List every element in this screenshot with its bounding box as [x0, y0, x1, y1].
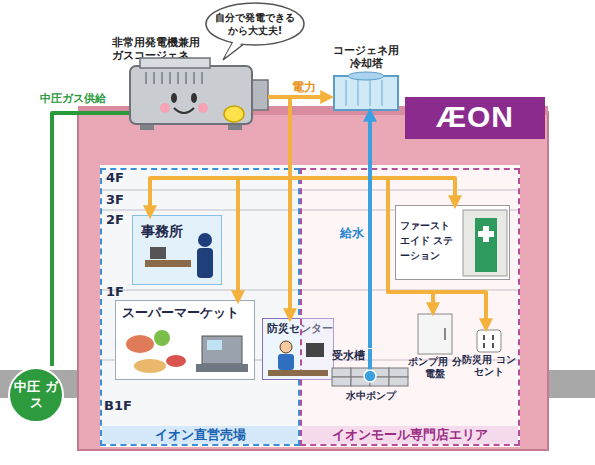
machine-smile	[174, 108, 194, 113]
logo-text: ÆON	[405, 99, 545, 135]
outlet-slot	[483, 335, 485, 340]
tank-cell	[370, 368, 389, 377]
machine-cheek	[198, 103, 208, 113]
food-vegetable	[154, 330, 170, 346]
machine-vents	[146, 72, 202, 84]
tower-louvers	[346, 80, 382, 106]
cooling-tower: コージェネ用 冷却塔	[330, 44, 402, 112]
machine-body	[130, 66, 252, 124]
outlet-slot	[492, 343, 494, 348]
connector	[268, 97, 433, 312]
cash-register	[202, 336, 242, 364]
distribution-board	[418, 314, 452, 354]
area-label: イオン直営売場	[102, 426, 298, 444]
tower-fan	[348, 72, 384, 80]
bubble-body	[206, 3, 304, 45]
outlet-unit: 防災用 コンセント	[464, 328, 514, 380]
machine-foot	[140, 124, 154, 130]
bubble-outline	[205, 2, 305, 46]
aid-cross	[483, 226, 489, 242]
machine-exhaust	[250, 80, 268, 110]
aid-cross	[478, 231, 494, 237]
connector	[268, 97, 486, 328]
bubble-text: 自分で発電できる から大丈夫!	[213, 11, 297, 37]
food-bread	[134, 359, 166, 373]
machine-top	[140, 58, 210, 68]
center-desk	[268, 370, 328, 376]
tower-label: コージェネ用 冷却塔	[330, 44, 402, 70]
speech-bubble: 自分で発電できる から大丈夫!	[205, 2, 305, 46]
water-tank-unit: 受水槽	[330, 348, 410, 388]
office-box: 事務所	[132, 215, 222, 285]
cogeneration-unit: 非常用発電機兼用 ガスコージェネ	[112, 36, 268, 132]
machine-eye	[191, 93, 197, 103]
equipment-label: 防災用 コンセント	[461, 354, 517, 378]
food-meat	[126, 335, 154, 353]
tank-cell	[332, 377, 351, 386]
connector	[52, 113, 112, 366]
distribution-board-unit: ポンプ用 分電盤	[412, 312, 458, 380]
connector-label: 電力	[292, 80, 316, 94]
room-label: スーパーマーケット	[122, 305, 239, 321]
bubble-tail-fill	[225, 37, 248, 57]
tower-body	[334, 76, 398, 110]
connector	[238, 97, 290, 300]
gas-circle	[9, 368, 63, 422]
equipment-label: ポンプ用 分電盤	[408, 356, 462, 380]
logo-box: ÆON	[405, 97, 545, 139]
tank-cell	[351, 368, 370, 377]
office-desk	[145, 260, 191, 267]
center-person-body	[278, 354, 294, 370]
board-handle	[444, 328, 446, 340]
specialty-store-area: イオンモール専門店エリアファースト エイド ステーション受水槽ポンプ用 分電盤防…	[300, 168, 520, 446]
connector	[268, 97, 455, 205]
water-tank	[332, 368, 408, 386]
gas-pipe	[112, 111, 132, 115]
tank-cell	[370, 377, 389, 386]
connector	[268, 97, 290, 318]
machine-cheek	[160, 103, 170, 113]
tank-cell	[389, 377, 408, 386]
equipment-label: 受水槽	[332, 349, 365, 362]
gas-label: 中圧 ガス	[14, 379, 58, 411]
office-monitor	[150, 247, 166, 259]
office-person-head	[198, 233, 212, 247]
first-aid-box: ファースト エイド ステーション	[395, 205, 510, 280]
outlet-slot	[492, 335, 494, 340]
pump-pipe	[368, 349, 372, 371]
tank-cell	[389, 368, 408, 377]
area-label: イオンモール専門店エリア	[302, 426, 518, 444]
connector	[268, 95, 330, 99]
room-label: ファースト エイド ステーション	[400, 218, 462, 263]
connector	[150, 97, 290, 215]
tank-cell	[351, 377, 370, 386]
tank-cell	[332, 368, 351, 377]
register-base	[196, 364, 248, 372]
gas-supply-circle: 中圧 ガス	[7, 366, 65, 424]
center-person-head	[280, 341, 292, 353]
outlet	[477, 330, 501, 352]
connector	[368, 112, 372, 348]
unit-heading: 非常用発電機兼用 ガスコージェネ	[112, 36, 212, 62]
center-monitor	[306, 343, 324, 357]
machine-glove	[224, 106, 244, 122]
building-interior	[100, 165, 520, 447]
building-wall	[78, 112, 548, 450]
machine-eye	[171, 93, 177, 103]
direct-sales-area: イオン直営売場事務所スーパーマーケット防災センター	[100, 168, 300, 446]
submersible-pump	[364, 370, 376, 382]
office-person-body	[197, 248, 213, 278]
aid-photo	[463, 210, 507, 276]
register-screen	[207, 340, 222, 350]
food-fish	[166, 355, 186, 367]
connector-label: 中圧ガス供給	[40, 92, 106, 105]
aid-door	[475, 218, 497, 272]
room-label: 事務所	[141, 222, 183, 240]
supermarket-box: スーパーマーケット	[115, 300, 255, 380]
outlet-slot	[483, 343, 485, 348]
machine-foot	[228, 124, 242, 130]
